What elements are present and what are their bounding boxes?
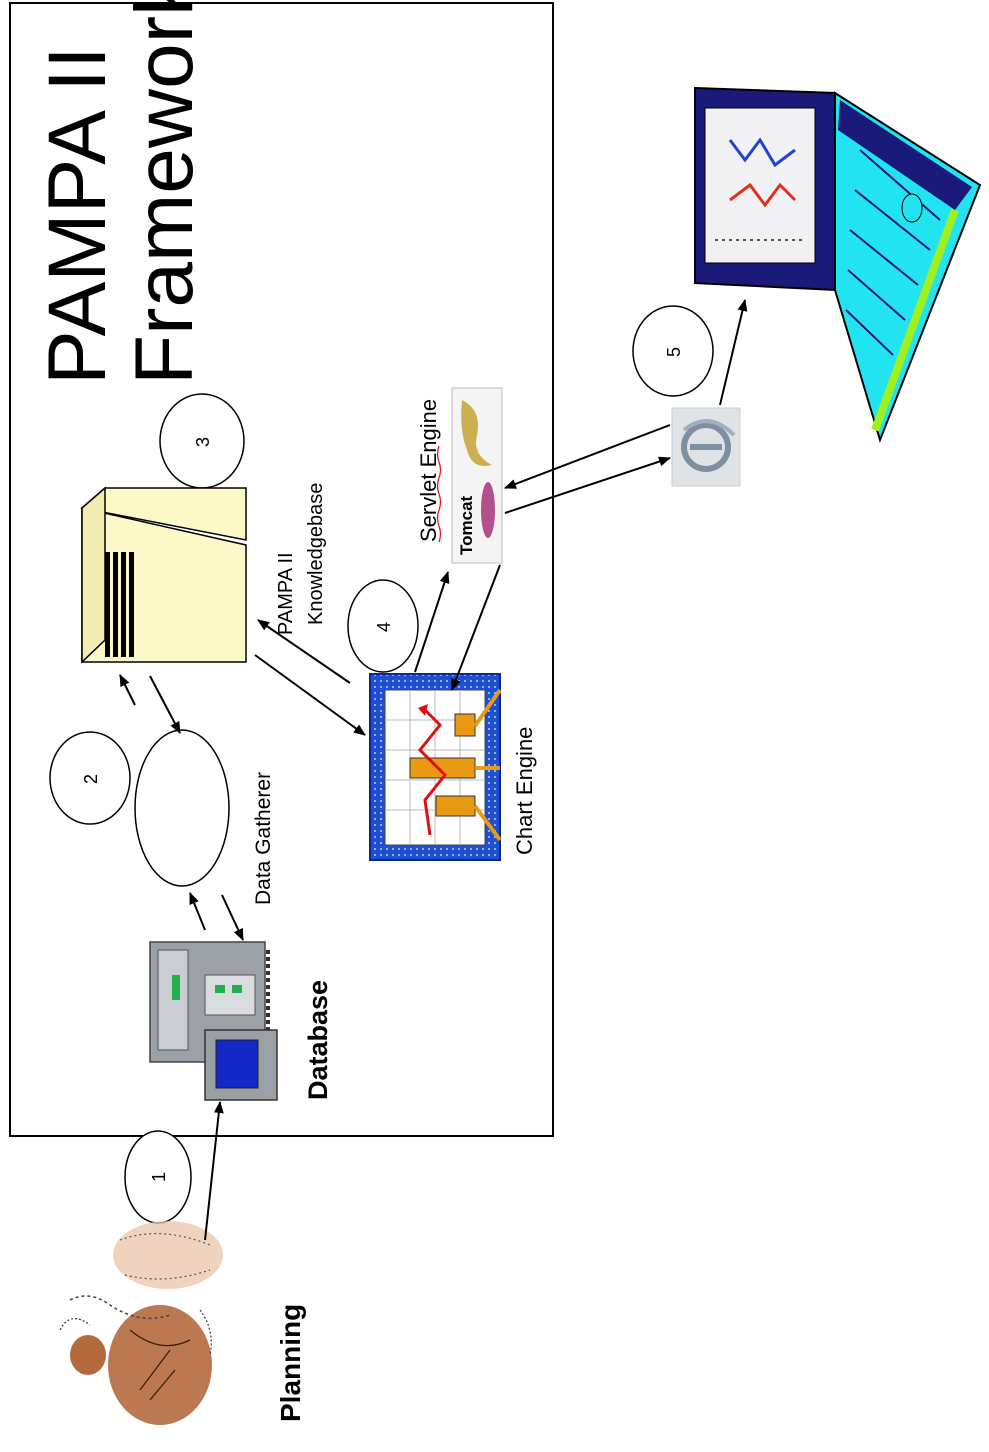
step-number-2: 2 — [81, 774, 101, 784]
step-number-5: 5 — [664, 347, 684, 357]
arrow-planning-to-database — [205, 1102, 220, 1240]
arrow-chart-to-knowledgebase — [258, 620, 350, 683]
database-server-icon — [150, 942, 277, 1100]
tomcat-icon: Tomcat — [452, 388, 502, 563]
framework-title-line1: PAMPA II — [32, 46, 123, 385]
arrow-gatherer-to-knowledgebase — [120, 675, 135, 705]
chart-icon — [370, 674, 500, 860]
tomcat-label: Tomcat — [457, 495, 476, 555]
knowledgebase-label-line2: Knowledgebase — [305, 483, 327, 625]
arrow-knowledgebase-to-gatherer — [150, 676, 180, 733]
arrow-gatherer-to-database — [222, 895, 243, 940]
laptop-icon — [695, 88, 980, 440]
arrow-browser-to-tomcat — [505, 425, 670, 488]
arrow-browser-to-laptop — [720, 300, 745, 405]
arrow-chart-to-tomcat — [415, 572, 448, 672]
framework-title: PAMPA II Framework — [32, 0, 210, 385]
chart-engine-label: Chart Engine — [512, 727, 537, 855]
arrow-knowledgebase-to-chart — [255, 655, 365, 735]
database-label: Database — [303, 980, 333, 1100]
people-icon — [60, 1221, 223, 1425]
process-ellipse-icon — [135, 730, 229, 886]
arrow-database-to-gatherer — [190, 893, 205, 930]
framework-title-line2: Framework — [119, 0, 210, 385]
internet-explorer-icon — [672, 408, 740, 486]
arrow-tomcat-to-browser — [505, 458, 670, 513]
data-gatherer-label: Data Gatherer — [252, 772, 275, 905]
step-number-3: 3 — [193, 437, 213, 447]
knowledgebase-label-line1: PAMPA II — [275, 552, 297, 635]
server-box-icon — [82, 488, 246, 662]
arrow-tomcat-to-chart — [452, 565, 500, 690]
step-number-4: 4 — [374, 622, 394, 632]
planning-label: Planning — [275, 1304, 306, 1422]
step-number-1: 1 — [149, 1172, 169, 1182]
